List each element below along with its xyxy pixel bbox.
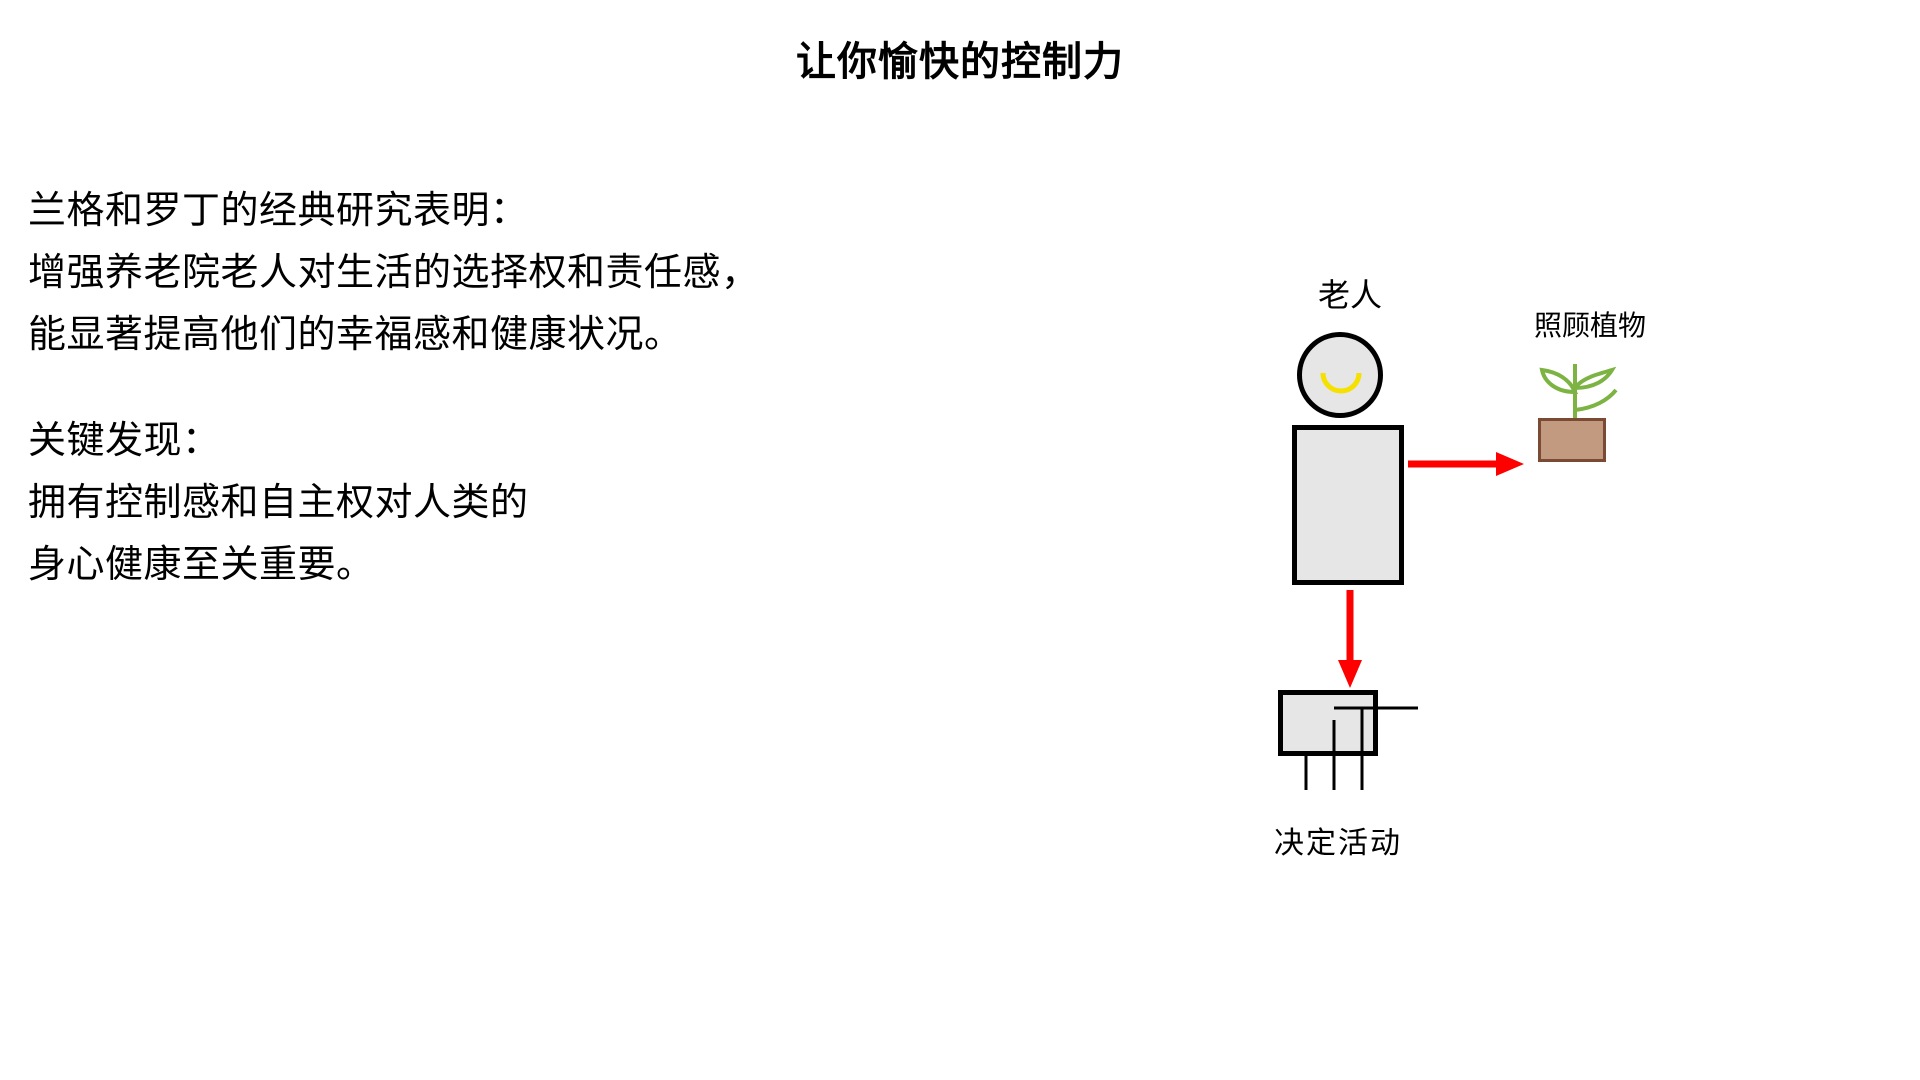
text-line: 增强养老院老人对生活的选择权和责任感，: [28, 252, 760, 294]
activity-lines-icon: [1304, 706, 1418, 790]
text-line: 能显著提高他们的幸福感和健康状况。: [28, 314, 683, 356]
smile-icon: [1320, 372, 1362, 394]
text-line: 兰格和罗丁的经典研究表明：: [28, 190, 529, 232]
person-head-icon: [1297, 332, 1383, 418]
person-label: 老人: [1317, 277, 1382, 313]
activity-label: 决定活动: [1274, 827, 1402, 860]
text-line: 拥有控制感和自主权对人类的: [28, 482, 529, 524]
arrow-right-icon: [1408, 452, 1524, 476]
activity-figure: 决定活动: [1274, 690, 1448, 860]
text-line: 身心健康至关重要。: [28, 544, 375, 586]
paragraph-1: 兰格和罗丁的经典研究表明： 增强养老院老人对生活的选择权和责任感， 能显著提高他…: [28, 180, 948, 366]
plant-label: 照顾植物: [1533, 310, 1646, 341]
page-title: 让你愉快的控制力: [796, 40, 1124, 84]
body-text-column: 兰格和罗丁的经典研究表明： 增强养老院老人对生活的选择权和责任感， 能显著提高他…: [28, 180, 948, 596]
text-line: 关键发现：: [28, 420, 221, 462]
arrow-down-icon: [1338, 590, 1362, 688]
flower-pot-icon: [1538, 418, 1606, 462]
concept-diagram: 老人 照顾植物: [1190, 270, 1750, 970]
plant-icon: [1539, 364, 1618, 436]
person-body-icon: [1292, 425, 1404, 585]
paragraph-2: 关键发现： 拥有控制感和自主权对人类的 身心健康至关重要。: [28, 410, 948, 596]
